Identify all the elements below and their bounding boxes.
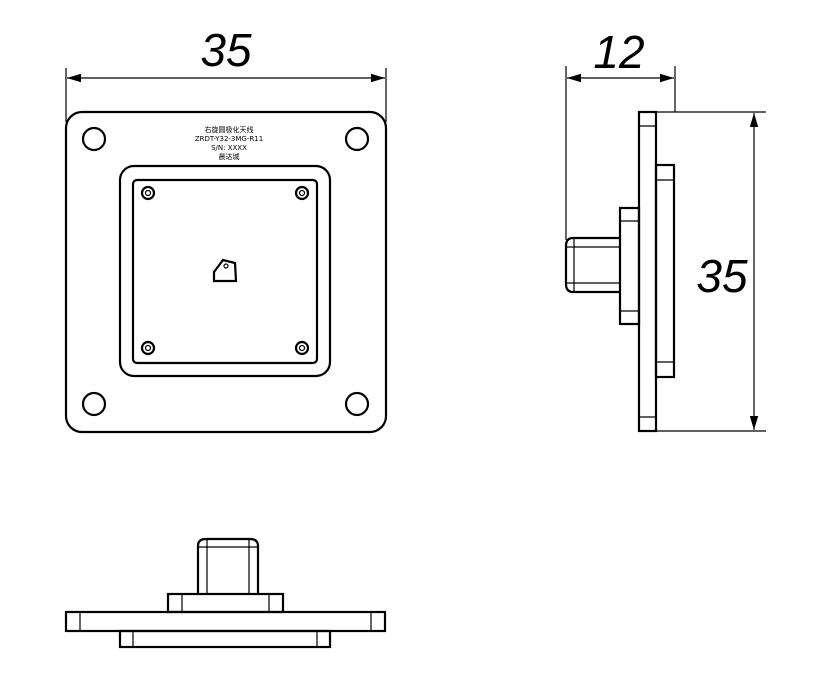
depth-dimension: 12 <box>565 26 676 240</box>
height-dimension: 35 <box>656 111 766 432</box>
label-line-3: S/N: XXXX <box>211 144 247 152</box>
label-line-1: 右旋圆极化天线 <box>205 125 254 134</box>
label-line-2: ZRDT-Y32-3MG-R11 <box>195 135 263 143</box>
mounting-hole-bottom-right <box>344 391 370 417</box>
side-boss <box>654 163 676 379</box>
screw-bottom-right <box>294 340 310 356</box>
screw-bottom-left <box>140 340 156 356</box>
label-line-4: 晨达城 <box>219 152 240 161</box>
front-view: 35 右旋圆极化天线 ZRDT-Y32-3MG-R11 S/N: XXXX 晨达… <box>64 24 388 434</box>
product-label: 右旋圆极化天线 ZRDT-Y32-3MG-R11 S/N: XXXX 晨达城 <box>195 125 263 161</box>
side-view: 12 35 <box>564 26 766 433</box>
bottom-connector-body <box>196 537 260 594</box>
mounting-hole-bottom-left <box>81 391 107 417</box>
side-plate <box>637 110 658 433</box>
depth-dimension-value: 12 <box>593 26 644 78</box>
feed-point <box>212 258 238 283</box>
inner-boss-outer <box>118 164 332 378</box>
height-dimension-value: 35 <box>696 250 748 302</box>
side-connector-body <box>564 236 620 294</box>
mounting-hole-top-right <box>344 126 370 152</box>
front-plate-outline <box>64 110 388 434</box>
side-connector-flange <box>618 206 641 326</box>
bottom-plate <box>64 610 387 633</box>
screw-top-left <box>140 185 156 201</box>
bottom-connector-flange <box>166 592 285 614</box>
mounting-hole-top-left <box>81 126 107 152</box>
bottom-view <box>64 537 387 649</box>
bottom-boss <box>118 629 332 649</box>
width-dimension: 35 <box>65 24 387 122</box>
inner-boss-inner <box>131 178 319 365</box>
width-dimension-value: 35 <box>200 24 252 76</box>
screw-top-right <box>294 185 310 201</box>
